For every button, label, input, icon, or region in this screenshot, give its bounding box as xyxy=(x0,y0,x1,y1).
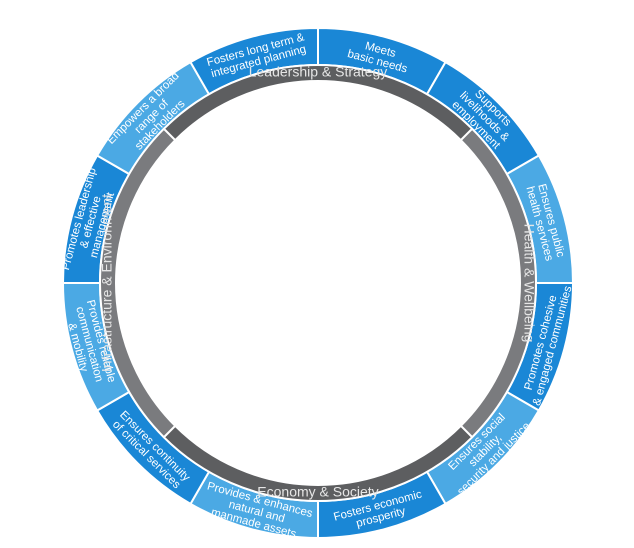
dimension-label-infrastructure: Infrastructure & Environment xyxy=(99,194,115,372)
center-hole xyxy=(116,81,520,485)
dimension-label-leadership: Leadership & Strategy xyxy=(249,64,388,80)
dimension-label-health: Health & Wellbeing xyxy=(521,224,537,343)
dimension-label-economy: Economy & Society xyxy=(257,484,378,500)
